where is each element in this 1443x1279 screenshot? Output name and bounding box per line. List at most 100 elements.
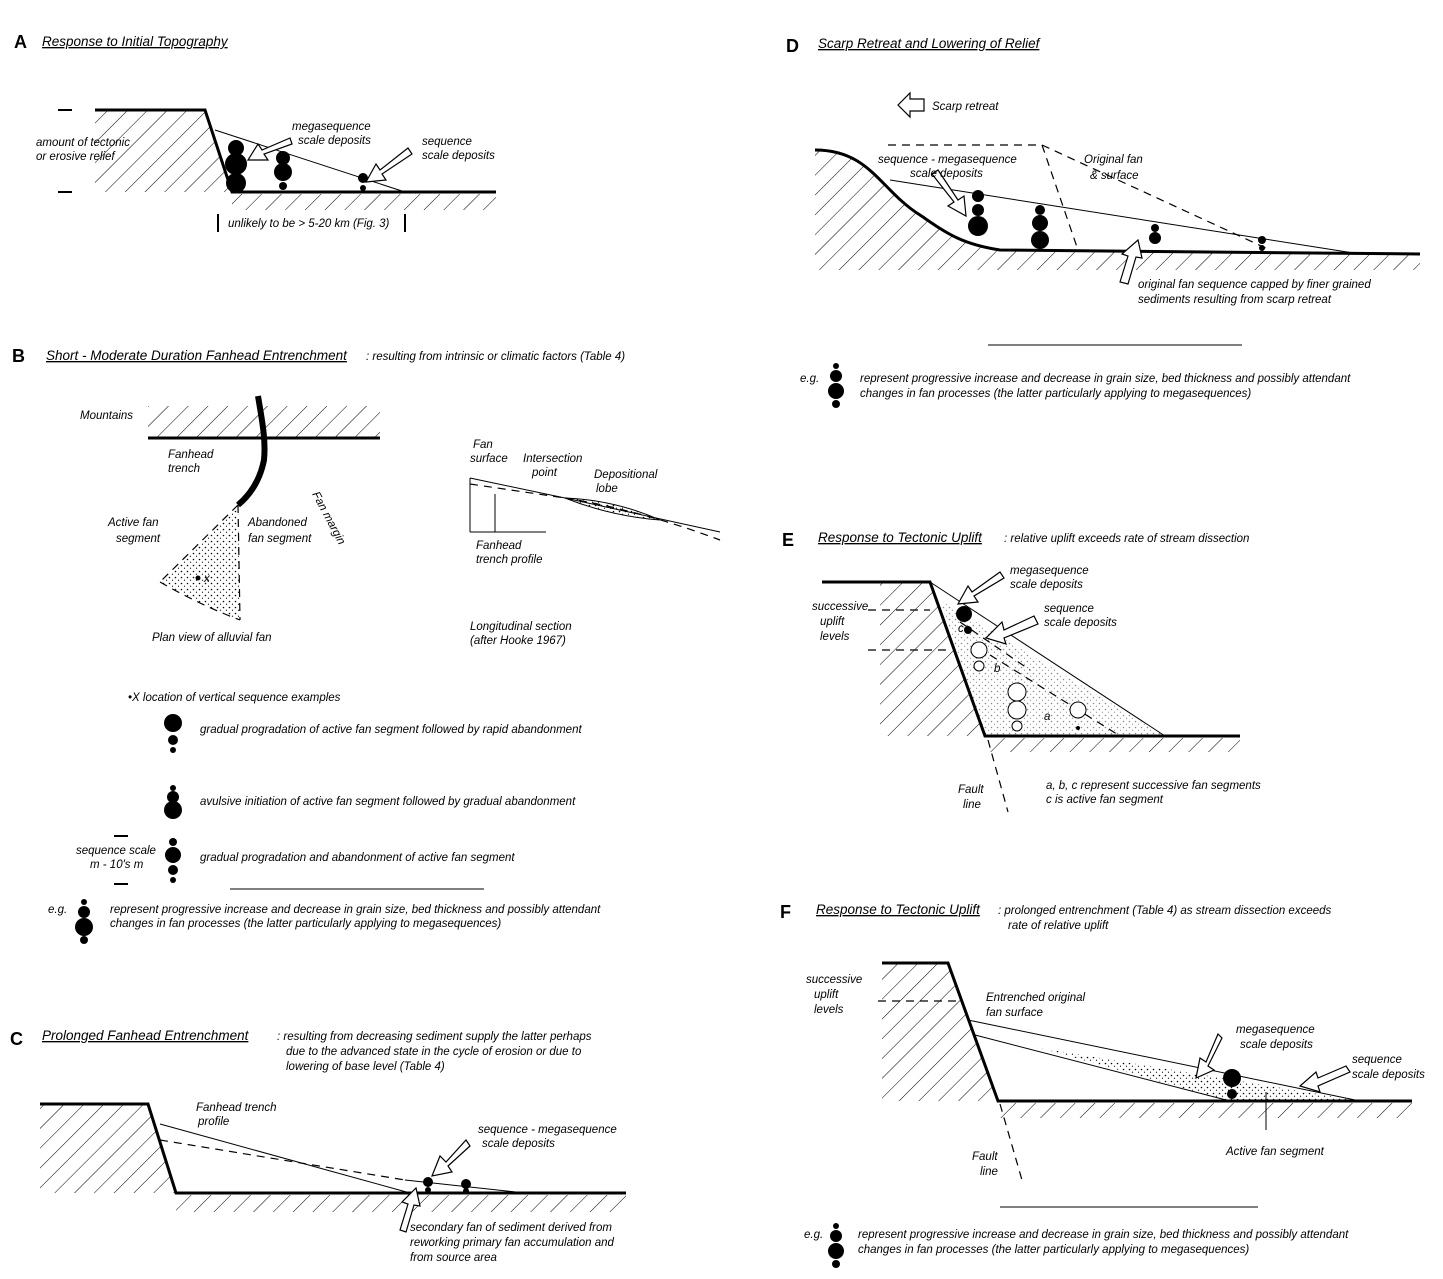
- panel-b-active-fan-segment: [160, 505, 240, 620]
- panel-c-sub-1: : resulting from decreasing sediment sup…: [277, 1031, 592, 1043]
- panel-e-letter: E: [782, 530, 794, 550]
- panel-e-seq-arrow: [984, 615, 1039, 645]
- panel-b-intersection-2: point: [531, 467, 558, 479]
- panel-f-entrenched-label-2: fan surface: [986, 1007, 1043, 1019]
- panel-b-trench-profile-line: [469, 483, 566, 499]
- panel-a-seq-label-1: sequence: [422, 136, 472, 148]
- panel-b-fan-margin-arc: [159, 581, 241, 621]
- panel-f-seq-label-2: scale deposits: [1352, 1069, 1425, 1081]
- panel-f-sub-1: : prolonged entrenchment (Table 4) as st…: [998, 905, 1332, 917]
- panel-e-uplift-label-1: successive: [812, 601, 868, 613]
- panel-d-seq-label-2: scale deposits: [910, 168, 983, 180]
- panel-e-seq-label-2: scale deposits: [1044, 617, 1117, 629]
- panel-b-depo-1: Depositional: [594, 469, 658, 481]
- panel-d-orig-label-1: Original fan: [1084, 154, 1143, 166]
- panel-a: A Response to Initial Topography amount …: [14, 32, 496, 232]
- panel-b-trench-label-2: trench: [168, 463, 200, 475]
- panel-b-active-fan-edge: [159, 504, 239, 583]
- panel-d-orig-label-2: & surface: [1090, 170, 1139, 182]
- panel-e-seq-label-1: sequence: [1044, 603, 1094, 615]
- panel-f-note-1: represent progressive increase and decre…: [858, 1229, 1349, 1241]
- panel-f: F Response to Tectonic Uplift : prolonge…: [780, 902, 1425, 1268]
- panel-c-title: Prolonged Fanhead Entrenchment: [42, 1028, 250, 1043]
- panel-c-secondary-arrow: [399, 1186, 421, 1233]
- panel-a-sequence-symbol-2: [358, 173, 368, 191]
- panel-e-fan-surface: [929, 581, 1166, 737]
- panel-c-letter: C: [10, 1029, 23, 1049]
- panel-b-eg-symbol: [75, 899, 93, 944]
- panel-c-sec-label-3: from source area: [410, 1252, 497, 1264]
- panel-b-title: Short - Moderate Duration Fanhead Entren…: [46, 348, 348, 363]
- panel-f-mega-arrow: [1195, 1032, 1223, 1080]
- panel-f-basin-floor: [998, 1103, 1412, 1118]
- panel-e-seg-b: b: [994, 663, 1001, 675]
- panel-e-fault-label-1: Fault: [958, 784, 984, 796]
- panel-b-legend-2: avulsive initiation of active fan segmen…: [200, 796, 576, 808]
- panel-d-title: Scarp Retreat and Lowering of Relief: [818, 36, 1041, 51]
- panel-c-seq-label-1: sequence - megasequence: [478, 1124, 617, 1136]
- panel-e-seg-c: c: [958, 623, 964, 635]
- panel-d-ground-line: [814, 148, 1421, 256]
- panel-b-long-section-2: (after Hooke 1967): [470, 635, 566, 647]
- panel-f-entrenched-label-1: Entrenched original: [986, 992, 1086, 1004]
- panel-b-x-location: •X location of vertical sequence example…: [128, 692, 341, 704]
- panel-e-seg-a: a: [1044, 711, 1050, 723]
- panel-c-sec-label-2: reworking primary fan accumulation and: [410, 1237, 615, 1249]
- panel-e-deposit-symbols: [956, 606, 1087, 732]
- panel-e-subtitle: : relative uplift exceeds rate of stream…: [1004, 533, 1249, 545]
- panel-f-seq-arrow: [1298, 1065, 1351, 1093]
- panel-f-seq-label-1: sequence: [1352, 1054, 1402, 1066]
- panel-c-sub-2: due to the advanced state in the cycle o…: [286, 1046, 582, 1058]
- panel-c-ground-line: [40, 1102, 626, 1195]
- panel-b-trench-label-1: Fanhead: [168, 449, 214, 461]
- panel-e-basin-floor: [985, 738, 1240, 752]
- panel-d-capped-arrow: [1119, 238, 1143, 285]
- panel-b-abandoned-label-1: Abandoned: [247, 517, 307, 529]
- panel-b-mountains-label: Mountains: [80, 410, 133, 422]
- panel-a-letter: A: [14, 32, 27, 52]
- panel-a-mega-label-1: megasequence: [292, 121, 371, 133]
- panel-c-sub-3: lowering of base level (Table 4): [286, 1061, 445, 1073]
- panel-a-seq-arrow: [364, 147, 413, 183]
- panel-b-x-dot: [195, 575, 201, 581]
- panel-d-capped-label-2: sediments resulting from scarp retreat: [1138, 294, 1332, 306]
- panel-b-note-1: represent progressive increase and decre…: [110, 904, 601, 916]
- panel-b-trench-profile-1: Fanhead: [476, 540, 522, 552]
- panel-d-retreat-label: Scarp retreat: [932, 101, 999, 113]
- panel-c-seq-label-2: scale deposits: [482, 1138, 555, 1150]
- panel-a-mega-arrow: [246, 137, 293, 161]
- panel-a-ground-line: [95, 108, 496, 194]
- panel-a-mountain: [95, 110, 232, 192]
- panel-d-seq-arrow: [931, 169, 967, 218]
- panel-f-deposit-symbols: [1223, 1069, 1241, 1099]
- panel-d-eg-symbol: [828, 363, 844, 408]
- panel-b-x-mark: x: [203, 573, 211, 585]
- panel-b-legend-symbol-2: [164, 785, 182, 819]
- panel-a-basin-floor: [232, 194, 496, 210]
- panel-e-mega-label-1: megasequence: [1010, 565, 1089, 577]
- panel-f-uplift-label-2: uplift: [814, 989, 839, 1001]
- panel-f-entrenched-surface: [967, 1019, 1361, 1102]
- panel-f-fault-label-1: Fault: [972, 1151, 998, 1163]
- panel-c-seq-arrow: [431, 1139, 471, 1177]
- panel-b-subtitle: : resulting from intrinsic or climatic f…: [366, 351, 625, 363]
- panel-c-trench-profile: [159, 1139, 406, 1181]
- panel-d-seq-label-1: sequence - megasequence: [878, 154, 1017, 166]
- panel-c-mountain: [40, 1104, 176, 1193]
- panel-f-sub-2: rate of relative uplift: [1008, 920, 1109, 932]
- panel-d-capped-label-1: original fan sequence capped by finer gr…: [1138, 279, 1371, 291]
- panel-b-note-2: changes in fan processes (the latter par…: [110, 918, 501, 930]
- panel-b-legend-1: gradual progradation of active fan segme…: [200, 724, 582, 736]
- panel-a-megasequence-symbol: [225, 140, 247, 193]
- panel-f-eg-symbol: [828, 1223, 844, 1268]
- panel-f-title: Response to Tectonic Uplift: [816, 902, 981, 917]
- panel-f-mountain: [882, 963, 998, 1101]
- panel-d-eg: e.g.: [800, 373, 819, 385]
- panel-c-original-fan-surface: [159, 1123, 411, 1194]
- panel-e-segments-label-1: a, b, c represent successive fan segment…: [1046, 780, 1261, 792]
- panel-f-uplift-label-3: levels: [814, 1004, 844, 1016]
- panel-b-seq-scale-2: m - 10's m: [90, 859, 144, 871]
- panel-b: B Short - Moderate Duration Fanhead Entr…: [12, 346, 721, 944]
- panel-c-sec-label-1: secondary fan of sediment derived from: [410, 1222, 612, 1234]
